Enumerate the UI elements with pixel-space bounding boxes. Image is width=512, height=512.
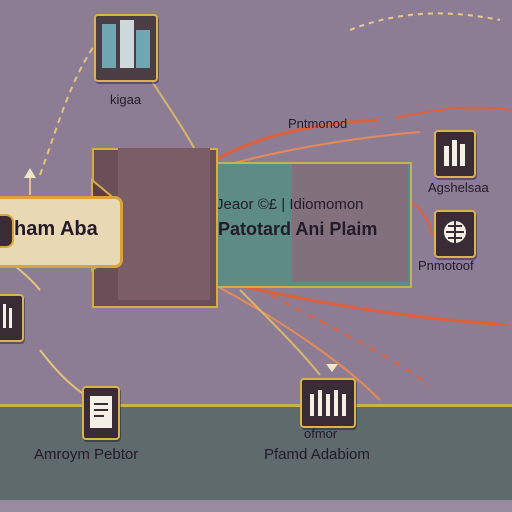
arrowhead-bottom-center [326, 364, 338, 372]
center-line-1: Jeaor ©£ | Idiomomon [216, 196, 364, 213]
top-icon-caption: kigaa [110, 92, 142, 107]
center-line-2: Patotard Ani Plaim [218, 219, 378, 239]
connector-lower-right-2 [214, 284, 381, 401]
left-bar-label: ham Aba [14, 218, 98, 240]
left-bar [0, 196, 123, 268]
document-icon-left [0, 294, 24, 342]
connector-lower-center [239, 289, 321, 376]
connector-left-bottom [39, 349, 86, 396]
left-bar-cap-icon [0, 214, 14, 248]
bar-chart-icon [434, 130, 476, 178]
connector-to-top-right [214, 118, 381, 162]
connector-top-right-dashed [349, 12, 501, 31]
globe-icon [434, 210, 476, 258]
arrowhead-left-top [24, 168, 36, 178]
central-block-side [118, 148, 210, 300]
bottom-right-caption-top: ofmor [304, 426, 338, 441]
connector-right-wave [394, 106, 511, 119]
bottom-left-caption: Amroym Pebtor [34, 446, 139, 463]
connector-to-top-right-2 [214, 131, 421, 169]
clipboard-icon [82, 386, 120, 440]
right-top-caption: Agshelsaa [428, 180, 489, 195]
top-right-caption: Pntmonod [288, 116, 348, 131]
bottom-right-caption: Pfamd Adabiom [264, 446, 370, 463]
columns-icon [300, 378, 356, 428]
building-icon [94, 14, 158, 82]
bottom-floor [0, 500, 512, 512]
right-mid-caption: Pnmotoof [418, 258, 474, 273]
connector-top-dashed [39, 39, 99, 176]
center-panel-shade [292, 164, 408, 282]
connector-top-center [149, 77, 196, 151]
